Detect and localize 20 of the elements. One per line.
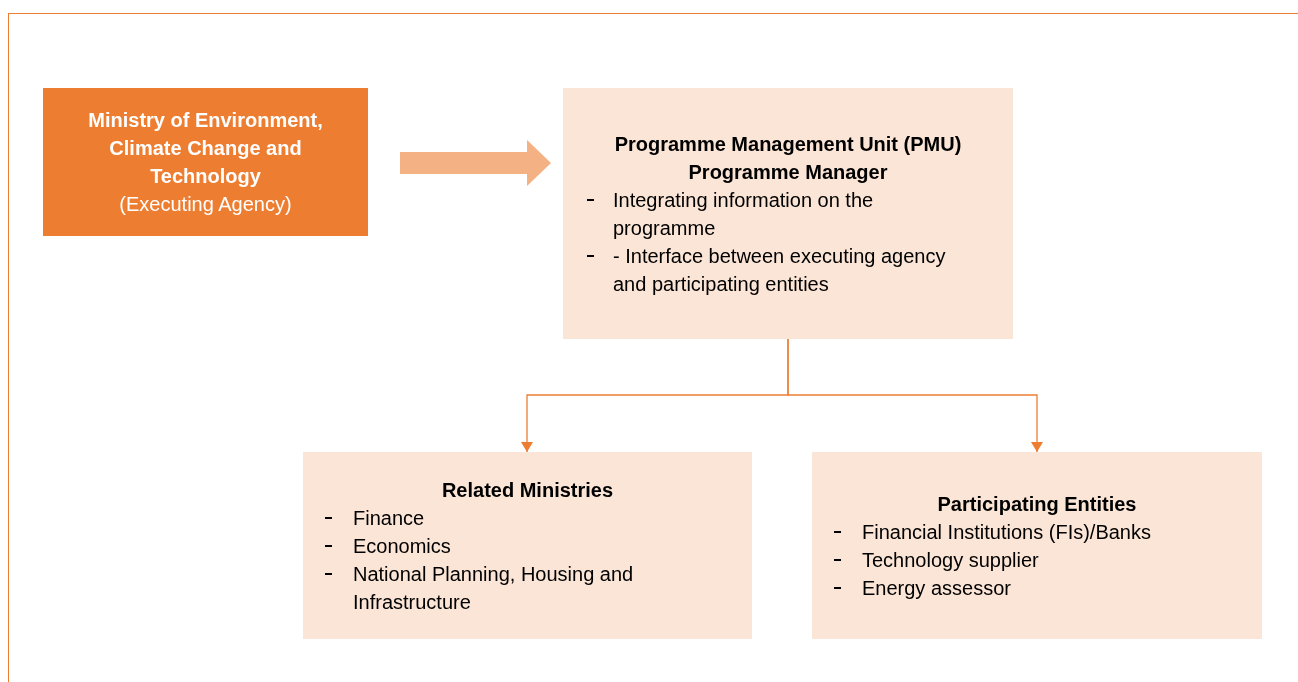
box-heading: Programme Manager [687,159,889,185]
list-item: - Interface between executing agency and participating entities [613,244,946,295]
list-item: Economics [353,534,451,557]
unit-box [303,452,752,639]
box-heading: Participating Entities [936,491,1138,517]
box-heading: Related Ministries [440,477,615,503]
connector-arrow [787,338,1043,453]
list-item: Technology supplier [862,548,1039,571]
box-heading: Programme Management Unit (PMU) [613,131,963,157]
box-subtitle: (Executing Agency) [118,192,293,217]
list-item: National Planning, Housing and Infrastructure [353,562,634,613]
list-item: Finance [353,506,425,529]
box-heading: Ministry of Environment, Climate Change and Technology [87,108,324,189]
unit-box [563,88,1013,339]
list-item: Financial Institutions (FIs)/Banks [862,520,1151,543]
block-arrow [400,140,551,186]
unit-box [812,452,1262,639]
list-item: Integrating information on the programme [613,188,874,239]
agency-box [43,88,368,236]
list-item: Energy assessor [862,576,1011,599]
